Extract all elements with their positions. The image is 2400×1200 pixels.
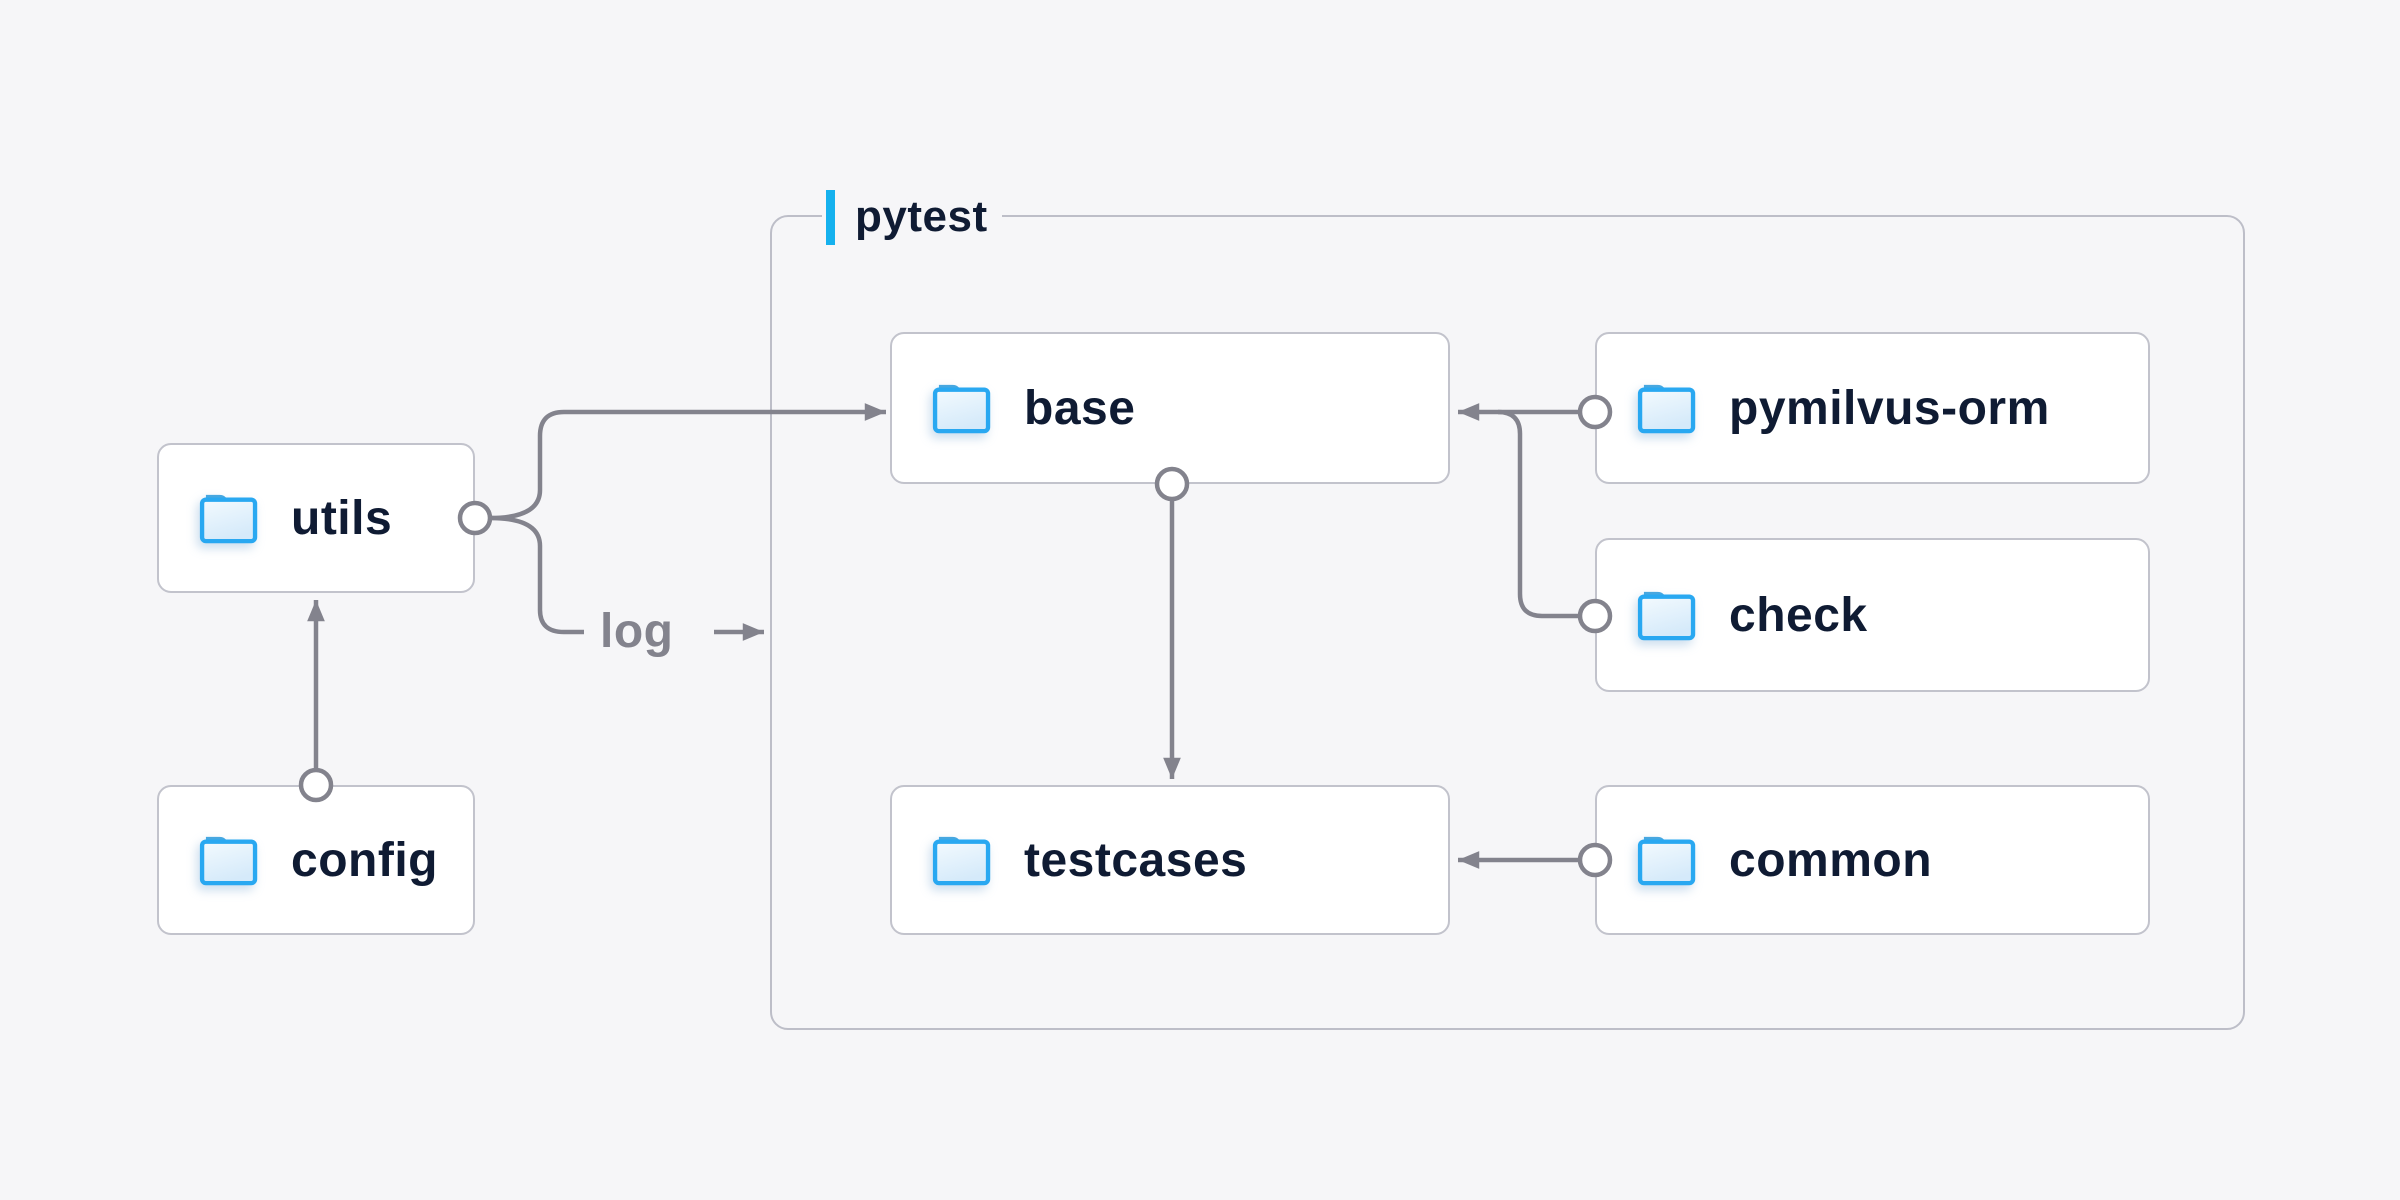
- node-utils: utils: [157, 443, 475, 593]
- pytest-group: pytest: [770, 187, 2245, 1030]
- node-label: utils: [291, 491, 393, 545]
- node-label: check: [1729, 588, 1868, 642]
- node-base: base: [890, 332, 1450, 484]
- group-title: pytest: [855, 192, 988, 241]
- node-check: check: [1595, 538, 2150, 692]
- node-label: common: [1729, 833, 1933, 887]
- folder-icon: [1637, 591, 1696, 641]
- folder-icon: [1637, 836, 1696, 886]
- folder-icon: [199, 494, 258, 544]
- accent-bar: [826, 189, 835, 245]
- edge-label-log: log: [600, 605, 674, 658]
- folder-icon: [1637, 384, 1696, 434]
- node-label: pymilvus-orm: [1729, 381, 2050, 435]
- node-common: common: [1595, 785, 2150, 935]
- folder-icon: [199, 836, 258, 886]
- folder-icon: [932, 384, 991, 434]
- node-testcases: testcases: [890, 785, 1450, 935]
- node-label: testcases: [1024, 833, 1248, 887]
- folder-icon: [932, 836, 991, 886]
- node-label: config: [291, 833, 438, 887]
- edge-utils-log: [489, 515, 584, 635]
- node-label: base: [1024, 381, 1136, 435]
- node-config: config: [157, 785, 475, 935]
- node-pymilvus-orm: pymilvus-orm: [1595, 332, 2150, 484]
- pytest-group-label: pytest: [822, 187, 1002, 247]
